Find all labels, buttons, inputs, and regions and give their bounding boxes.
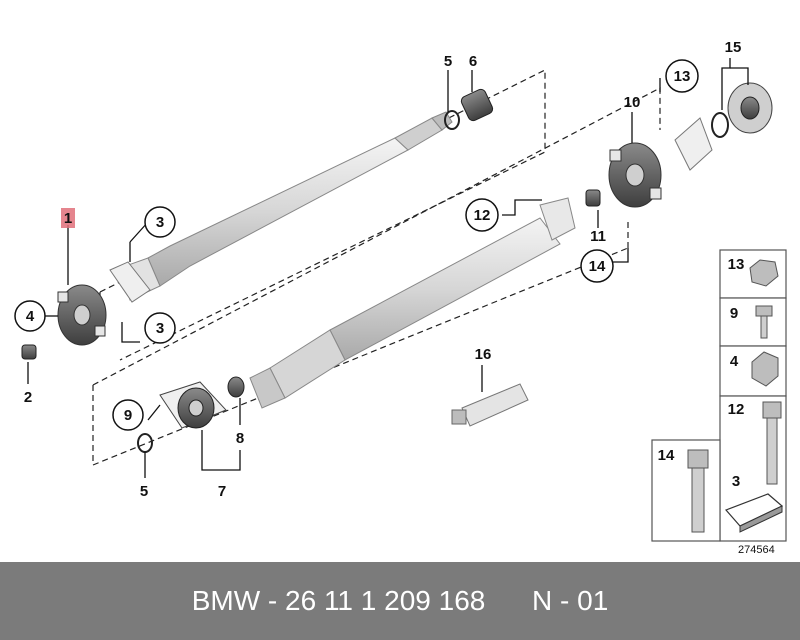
svg-text:9: 9 bbox=[124, 407, 132, 424]
svg-text:16: 16 bbox=[475, 346, 492, 363]
part-number-footer: BMW - 26 11 1 209 168 N - 01 bbox=[0, 562, 800, 640]
callout-2[interactable]: 2 bbox=[24, 389, 32, 406]
upper-yoke bbox=[109, 261, 151, 303]
svg-text:1: 1 bbox=[64, 210, 72, 227]
svg-text:10: 10 bbox=[624, 94, 641, 111]
svg-text:5: 5 bbox=[444, 53, 452, 70]
ring-part-8 bbox=[227, 376, 245, 398]
reference-number: 274564 bbox=[738, 544, 775, 556]
callout-3-lower[interactable]: 3 bbox=[144, 312, 176, 344]
flex-disc-left bbox=[57, 284, 107, 346]
center-bearing-part-9 bbox=[159, 381, 227, 429]
oring-part-5-upper bbox=[444, 110, 460, 130]
bellows-part-6 bbox=[460, 88, 494, 122]
legend-item-13[interactable]: 13 bbox=[728, 256, 779, 287]
callout-1[interactable]: 1 bbox=[61, 208, 75, 228]
svg-text:13: 13 bbox=[674, 68, 691, 85]
callout-12[interactable]: 12 bbox=[465, 198, 499, 232]
svg-text:4: 4 bbox=[26, 308, 35, 325]
flange-part-15 bbox=[727, 82, 773, 134]
svg-text:9: 9 bbox=[730, 305, 738, 322]
svg-text:2: 2 bbox=[24, 389, 32, 406]
svg-text:8: 8 bbox=[236, 430, 244, 447]
callout-5-lower[interactable]: 5 bbox=[140, 483, 148, 500]
legend-item-4[interactable]: 4 bbox=[730, 351, 779, 387]
callout-5-upper[interactable]: 5 bbox=[444, 53, 452, 70]
legend-item-3[interactable]: 3 bbox=[724, 473, 784, 533]
callout-14[interactable]: 14 bbox=[580, 249, 614, 283]
callout-13-top[interactable]: 13 bbox=[665, 59, 699, 93]
callout-4[interactable]: 4 bbox=[14, 300, 46, 332]
svg-text:14: 14 bbox=[658, 447, 675, 464]
callout-10[interactable]: 10 bbox=[624, 94, 641, 111]
bushing-part-11 bbox=[585, 189, 601, 207]
legend-item-14[interactable]: 14 bbox=[658, 447, 709, 533]
callout-9[interactable]: 9 bbox=[112, 399, 144, 431]
svg-text:11: 11 bbox=[590, 228, 606, 245]
callout-11[interactable]: 11 bbox=[590, 228, 606, 245]
svg-text:5: 5 bbox=[140, 483, 148, 500]
svg-text:15: 15 bbox=[725, 39, 742, 56]
grease-tube-part-16 bbox=[451, 383, 529, 427]
svg-text:13: 13 bbox=[728, 256, 745, 273]
svg-text:6: 6 bbox=[469, 53, 477, 70]
svg-text:3: 3 bbox=[156, 214, 164, 231]
driveshaft-exploded-diagram: 1 2 3 3 4 5 6 13 15 10 12 11 14 16 bbox=[14, 39, 787, 556]
svg-text:3: 3 bbox=[156, 320, 164, 337]
callout-16[interactable]: 16 bbox=[475, 346, 492, 363]
legend-item-9[interactable]: 9 bbox=[730, 305, 773, 339]
callout-7[interactable]: 7 bbox=[218, 483, 226, 500]
svg-text:14: 14 bbox=[589, 258, 606, 275]
lower-drive-shaft bbox=[249, 197, 576, 409]
svg-text:12: 12 bbox=[474, 207, 491, 224]
part-number-caption: BMW - 26 11 1 209 168 N - 01 bbox=[191, 585, 609, 616]
flex-disc-right bbox=[608, 142, 662, 208]
callout-15[interactable]: 15 bbox=[725, 39, 742, 56]
svg-text:4: 4 bbox=[730, 353, 739, 370]
callout-3-upper[interactable]: 3 bbox=[144, 206, 176, 238]
svg-text:7: 7 bbox=[218, 483, 226, 500]
svg-text:12: 12 bbox=[728, 401, 745, 418]
upper-drive-shaft bbox=[119, 111, 453, 301]
callout-6[interactable]: 6 bbox=[469, 53, 477, 70]
bushing-part-2 bbox=[21, 344, 37, 360]
oring-part-5-lower bbox=[137, 433, 153, 453]
legend-item-12[interactable]: 12 bbox=[728, 401, 782, 485]
oring-right bbox=[711, 112, 729, 138]
svg-text:3: 3 bbox=[732, 473, 740, 490]
right-yoke bbox=[674, 117, 713, 171]
callout-8[interactable]: 8 bbox=[236, 430, 244, 447]
